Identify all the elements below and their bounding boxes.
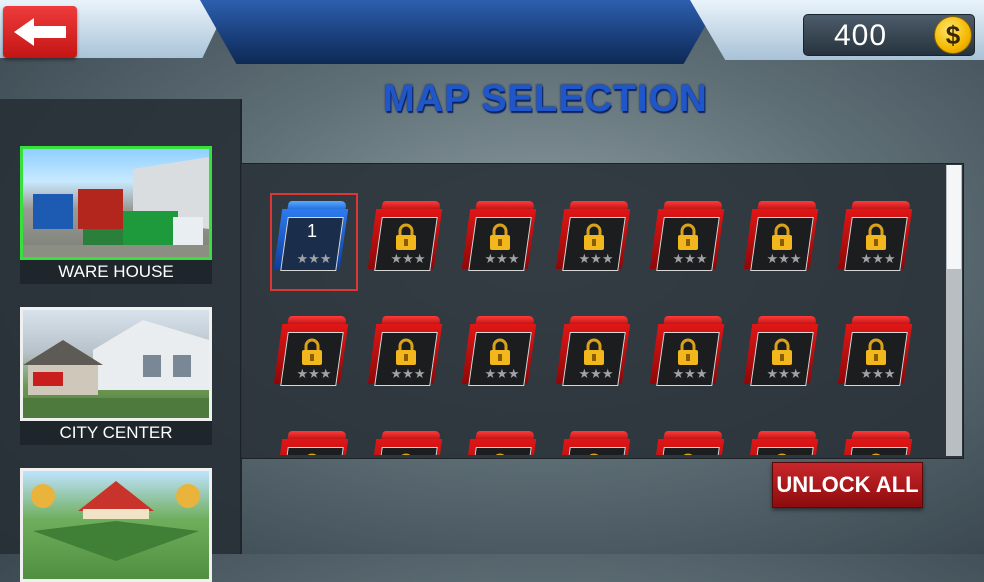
level-tile-locked[interactable]: ★★★ bbox=[649, 201, 725, 281]
level-tile-unlocked[interactable]: 1 ★★★ bbox=[273, 201, 349, 281]
level-stars: ★★★ bbox=[578, 251, 614, 266]
coin-value: 400 bbox=[834, 19, 888, 52]
map-label-city-center: CITY CENTER bbox=[20, 421, 212, 445]
level-stars: ★★★ bbox=[578, 366, 614, 381]
padlock-icon bbox=[864, 453, 888, 455]
map-thumbnail-city-center bbox=[20, 307, 212, 421]
amusement-park-image bbox=[31, 481, 200, 561]
level-tile-locked[interactable]: ★★★ bbox=[461, 201, 537, 281]
level-stars: ★★★ bbox=[860, 366, 896, 381]
padlock-icon bbox=[770, 338, 794, 371]
dollar-coin-icon: $ bbox=[934, 16, 972, 54]
padlock-icon bbox=[488, 223, 512, 256]
level-tile-locked[interactable]: ★★★ bbox=[652, 431, 724, 455]
level-tile-locked[interactable]: ★★★ bbox=[837, 201, 913, 281]
city-houses-image bbox=[23, 320, 209, 418]
padlock-icon bbox=[770, 453, 794, 455]
padlock-icon bbox=[864, 223, 888, 256]
padlock-icon bbox=[394, 338, 418, 371]
level-stars: ★★★ bbox=[672, 366, 708, 381]
padlock-icon bbox=[676, 453, 700, 455]
back-arrow-icon bbox=[14, 18, 66, 46]
level-tile-locked[interactable]: ★★★ bbox=[273, 316, 349, 396]
level-stars: ★★★ bbox=[390, 251, 426, 266]
padlock-icon bbox=[676, 223, 700, 256]
selected-level-frame bbox=[270, 193, 358, 291]
padlock-icon bbox=[394, 223, 418, 256]
page-title: MAP SELECTION bbox=[383, 78, 708, 120]
padlock-icon bbox=[488, 338, 512, 371]
map-card-warehouse[interactable]: WARE HOUSE bbox=[20, 146, 212, 284]
warehouse-containers-image bbox=[23, 157, 209, 257]
level-stars: ★★★ bbox=[766, 366, 802, 381]
level-stars: ★★★ bbox=[484, 251, 520, 266]
level-stars: ★★★ bbox=[296, 366, 332, 381]
map-label-warehouse: WARE HOUSE bbox=[20, 260, 212, 284]
map-thumbnail-park bbox=[20, 468, 212, 582]
padlock-icon bbox=[300, 453, 324, 455]
level-tile-locked[interactable]: ★★★ bbox=[743, 316, 819, 396]
map-card-park[interactable] bbox=[20, 468, 212, 582]
padlock-icon bbox=[394, 453, 418, 455]
level-tile-locked[interactable]: ★★★ bbox=[555, 201, 631, 281]
level-stars: ★★★ bbox=[484, 366, 520, 381]
padlock-icon bbox=[864, 338, 888, 371]
map-thumbnail-warehouse bbox=[20, 146, 212, 260]
level-tile-locked[interactable]: ★★★ bbox=[558, 431, 630, 455]
level-tile-locked[interactable]: ★★★ bbox=[276, 431, 348, 455]
level-tile-locked[interactable]: ★★★ bbox=[837, 316, 913, 396]
level-tile-locked[interactable]: ★★★ bbox=[367, 316, 443, 396]
unlock-all-button[interactable]: UNLOCK ALL bbox=[772, 462, 923, 508]
padlock-icon bbox=[582, 338, 606, 371]
back-button[interactable] bbox=[3, 6, 77, 58]
padlock-icon bbox=[300, 338, 324, 371]
level-tile-locked[interactable]: ★★★ bbox=[464, 431, 536, 455]
scrollbar-thumb[interactable] bbox=[947, 165, 961, 269]
coin-counter: 400 $ bbox=[803, 14, 975, 56]
top-bar: 400 $ bbox=[0, 0, 984, 64]
padlock-icon bbox=[582, 223, 606, 256]
padlock-icon bbox=[676, 338, 700, 371]
level-stars: ★★★ bbox=[672, 251, 708, 266]
level-tile-locked[interactable]: ★★★ bbox=[461, 316, 537, 396]
level-number: 1 bbox=[306, 221, 317, 241]
level-stars: ★★★ bbox=[766, 251, 802, 266]
top-bar-center-plate bbox=[200, 0, 720, 64]
level-tile-locked[interactable]: ★★★ bbox=[370, 431, 442, 455]
padlock-icon bbox=[582, 453, 606, 455]
level-tile-locked[interactable]: ★★★ bbox=[555, 316, 631, 396]
level-tile-locked[interactable]: ★★★ bbox=[367, 201, 443, 281]
level-stars: ★★★ bbox=[390, 366, 426, 381]
padlock-icon bbox=[488, 453, 512, 455]
level-tile-locked[interactable]: ★★★ bbox=[746, 431, 818, 455]
level-tile-locked[interactable]: ★★★ bbox=[649, 316, 725, 396]
map-card-city-center[interactable]: CITY CENTER bbox=[20, 307, 212, 445]
level-stars: ★★★ bbox=[860, 251, 896, 266]
map-list-sidebar: WARE HOUSE CITY CENTER bbox=[0, 99, 242, 582]
padlock-icon bbox=[770, 223, 794, 256]
level-stars: ★★★ bbox=[296, 251, 332, 266]
level-grid-scrollbar[interactable] bbox=[946, 165, 962, 456]
level-tile-locked[interactable]: ★★★ bbox=[743, 201, 819, 281]
level-tile-locked[interactable]: ★★★ bbox=[840, 431, 912, 455]
